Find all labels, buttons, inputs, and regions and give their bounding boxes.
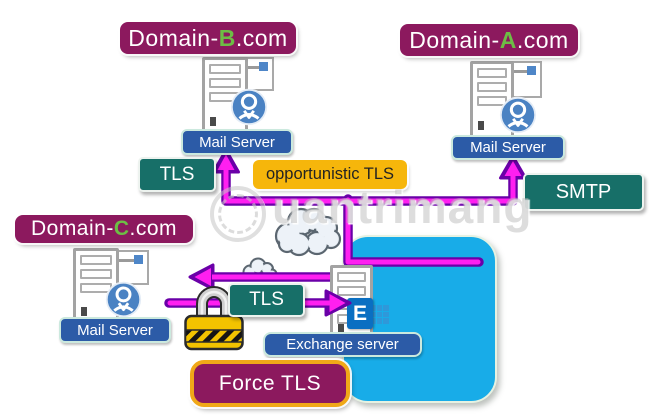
domain-b-suffix: .com bbox=[235, 24, 288, 51]
domain-c-prefix: Domain- bbox=[30, 217, 114, 240]
domain-a-letter: A bbox=[499, 26, 517, 53]
exchange-logo-icon: E bbox=[347, 298, 389, 335]
user-avatar-icon bbox=[105, 281, 142, 318]
domain-b-letter: B bbox=[218, 24, 236, 51]
cloud-icon bbox=[274, 207, 342, 257]
smtp-label: SMTP bbox=[523, 173, 644, 211]
domain-b-prefix: Domain- bbox=[128, 24, 219, 51]
tls-exchange-label: TLS bbox=[228, 283, 305, 317]
mail-server-b-label: Mail Server bbox=[181, 129, 293, 155]
domain-a-prefix: Domain- bbox=[409, 26, 500, 53]
stamp-icon bbox=[134, 255, 143, 264]
stamp-icon bbox=[527, 66, 536, 75]
user-avatar-icon bbox=[230, 88, 268, 126]
stamp-icon bbox=[259, 62, 268, 71]
mail-server-a-label: Mail Server bbox=[451, 135, 565, 160]
domain-c-letter: C bbox=[113, 217, 130, 240]
mail-server-c-label: Mail Server bbox=[59, 317, 171, 343]
exchange-logo-letter: E bbox=[347, 298, 373, 329]
opportunistic-tls-label: opportunistic TLS bbox=[253, 160, 407, 189]
domain-a-suffix: .com bbox=[516, 26, 569, 53]
exchange-server-label: Exchange server bbox=[263, 332, 422, 357]
domain-c-suffix: .com bbox=[129, 217, 178, 240]
force-tls-label: Force TLS bbox=[190, 360, 350, 407]
small-cloud-icon bbox=[242, 257, 278, 280]
watermark-logo-icon bbox=[210, 186, 266, 242]
domain-b-label: Domain-B.com bbox=[120, 22, 296, 54]
user-avatar-icon bbox=[499, 96, 537, 134]
tls-top-label: TLS bbox=[138, 157, 216, 192]
domain-a-label: Domain-A.com bbox=[400, 24, 578, 56]
domain-c-label: Domain-C.com bbox=[15, 215, 193, 243]
